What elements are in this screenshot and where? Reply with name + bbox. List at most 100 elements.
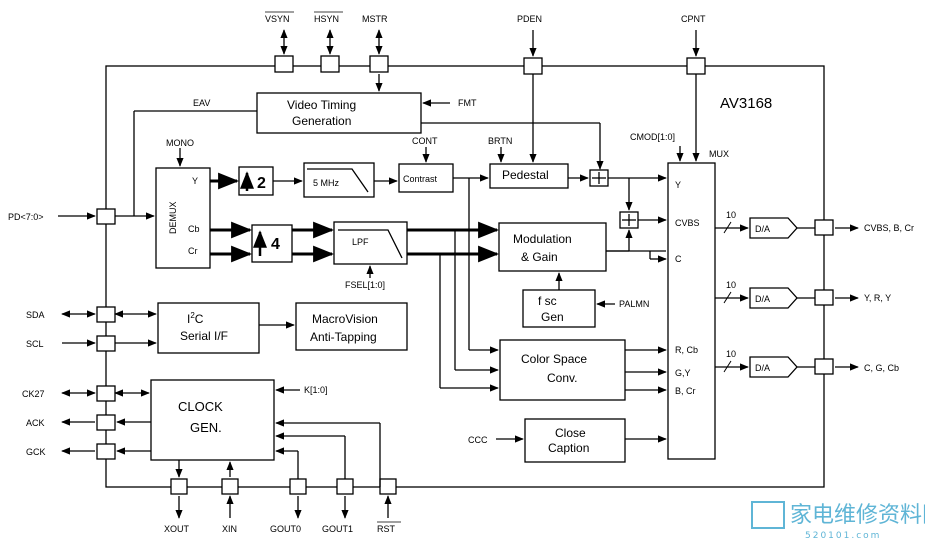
svg-text:Contrast: Contrast: [403, 174, 438, 184]
svg-text:Y: Y: [192, 176, 198, 186]
ccc-label: CCC: [468, 435, 488, 445]
svg-text:f sc: f sc: [538, 294, 557, 308]
svg-text:& Gain: & Gain: [521, 250, 558, 264]
pin-mstr: MSTR: [362, 14, 389, 73]
eav-label: EAV: [193, 98, 210, 108]
demux-block: DEMUX Y Cb Cr: [155, 167, 211, 269]
da-converter-2: 10 D/A: [715, 280, 815, 309]
close-caption-block: Close Caption: [524, 418, 626, 463]
pin-hsyn: HSYN: [314, 11, 343, 73]
svg-text:C: C: [675, 254, 682, 264]
svg-text:520101.com: 520101.com: [805, 531, 881, 541]
mono-label: MONO: [166, 138, 194, 148]
clock-gen-block: CLOCK GEN.: [150, 379, 275, 461]
svg-text:GOUT0: GOUT0: [270, 524, 301, 534]
svg-text:GCK: GCK: [26, 447, 46, 457]
pin-gout0: GOUT0: [270, 478, 307, 534]
adder-y: [589, 169, 609, 187]
svg-text:Y, R, Y: Y, R, Y: [864, 293, 891, 303]
svg-text:XOUT: XOUT: [164, 524, 190, 534]
svg-text:Close: Close: [555, 426, 586, 440]
svg-text:2: 2: [257, 175, 266, 192]
svg-text:LPF: LPF: [352, 237, 369, 247]
macrovision-block: MacroVision Anti-Tapping: [295, 302, 408, 351]
pedestal-block: Pedestal: [489, 163, 569, 189]
svg-text:Cb: Cb: [188, 224, 200, 234]
upsample-2-block: 2: [238, 166, 274, 196]
svg-text:CVBS, B, Cr: CVBS, B, Cr: [864, 223, 914, 233]
svg-text:G,Y: G,Y: [675, 368, 691, 378]
i2c-serial-if-block: I2C Serial I/F: [157, 302, 260, 354]
da-converter-3: 10 D/A: [715, 349, 815, 378]
color-space-conv-block: Color Space Conv.: [499, 339, 626, 401]
svg-text:PD<7:0>: PD<7:0>: [8, 212, 44, 222]
pin-xin: XIN: [221, 478, 239, 534]
svg-text:5 MHz: 5 MHz: [313, 178, 340, 188]
svg-text:RST: RST: [377, 524, 396, 534]
svg-text:SDA: SDA: [26, 310, 45, 320]
mux-block: Y CVBS C R, Cb G,Y B, Cr: [667, 162, 716, 460]
svg-text:Video Timing: Video Timing: [287, 98, 356, 112]
fmt-label: FMT: [458, 98, 477, 108]
svg-text:Y: Y: [675, 180, 681, 190]
chip-outline: [105, 65, 825, 488]
fsc-gen-block: f sc Gen: [522, 289, 596, 328]
fsel-label: FSEL[1:0]: [345, 280, 385, 290]
contrast-block: Contrast: [398, 163, 454, 193]
svg-text:HSYN: HSYN: [314, 14, 339, 24]
pin-xout: XOUT: [164, 478, 190, 534]
pin-cvbs-out: CVBS, B, Cr: [814, 219, 914, 236]
svg-text:Serial I/F: Serial I/F: [180, 329, 228, 343]
svg-text:Caption: Caption: [548, 441, 589, 455]
pin-cpnt: CPNT: [681, 14, 706, 75]
pin-sda: SDA: [26, 306, 116, 323]
pin-vsyn: VSYN: [265, 11, 294, 73]
pin-pd: PD<7:0>: [8, 208, 116, 225]
svg-text:I2C: I2C: [187, 311, 204, 326]
pin-ccb-out: C, G, Cb: [814, 358, 899, 375]
video-timing-generation-block: Video Timing Generation: [256, 92, 422, 134]
watermark: 家电维修资料网 520101.com: [751, 501, 925, 541]
svg-text:GOUT1: GOUT1: [322, 524, 353, 534]
svg-text:10: 10: [726, 349, 736, 359]
adder-cvbs: [619, 211, 639, 229]
lpf-block: LPF: [333, 221, 408, 265]
svg-text:CK27: CK27: [22, 389, 45, 399]
chip-name: AV3168: [720, 95, 772, 112]
svg-text:Modulation: Modulation: [513, 232, 572, 246]
pin-ack: ACK: [26, 414, 116, 431]
svg-text:VSYN: VSYN: [265, 14, 290, 24]
svg-text:CPNT: CPNT: [681, 14, 706, 24]
cmod-label: CMOD[1:0]: [630, 132, 675, 142]
upsample-4-block: 4: [251, 224, 293, 263]
svg-text:MSTR: MSTR: [362, 14, 388, 24]
svg-text:家电维修资料网: 家电维修资料网: [790, 503, 925, 528]
svg-text:10: 10: [726, 210, 736, 220]
5mhz-filter-block: 5 MHz: [303, 162, 375, 198]
svg-text:XIN: XIN: [222, 524, 237, 534]
pin-gck: GCK: [26, 443, 116, 460]
svg-text:PDEN: PDEN: [517, 14, 542, 24]
svg-text:Generation: Generation: [292, 114, 351, 128]
svg-text:10: 10: [726, 280, 736, 290]
pin-scl: SCL: [26, 335, 116, 352]
k-label: K[1:0]: [304, 385, 328, 395]
modulation-gain-block: Modulation & Gain: [498, 222, 607, 272]
svg-text:DEMUX: DEMUX: [168, 201, 178, 234]
svg-text:MacroVision: MacroVision: [312, 312, 378, 326]
svg-text:D/A: D/A: [755, 294, 770, 304]
svg-text:Color Space: Color Space: [521, 352, 587, 366]
svg-text:Conv.: Conv.: [547, 371, 577, 385]
cont-label: CONT: [412, 136, 438, 146]
brtn-label: BRTN: [488, 136, 512, 146]
svg-text:SCL: SCL: [26, 339, 44, 349]
svg-text:CLOCK: CLOCK: [178, 399, 223, 414]
svg-text:Pedestal: Pedestal: [502, 168, 549, 182]
svg-text:C, G, Cb: C, G, Cb: [864, 363, 899, 373]
pin-ck27: CK27: [22, 385, 116, 402]
svg-text:GEN.: GEN.: [190, 420, 222, 435]
svg-text:D/A: D/A: [755, 363, 770, 373]
svg-text:Gen: Gen: [541, 310, 564, 324]
svg-text:B, Cr: B, Cr: [675, 386, 696, 396]
